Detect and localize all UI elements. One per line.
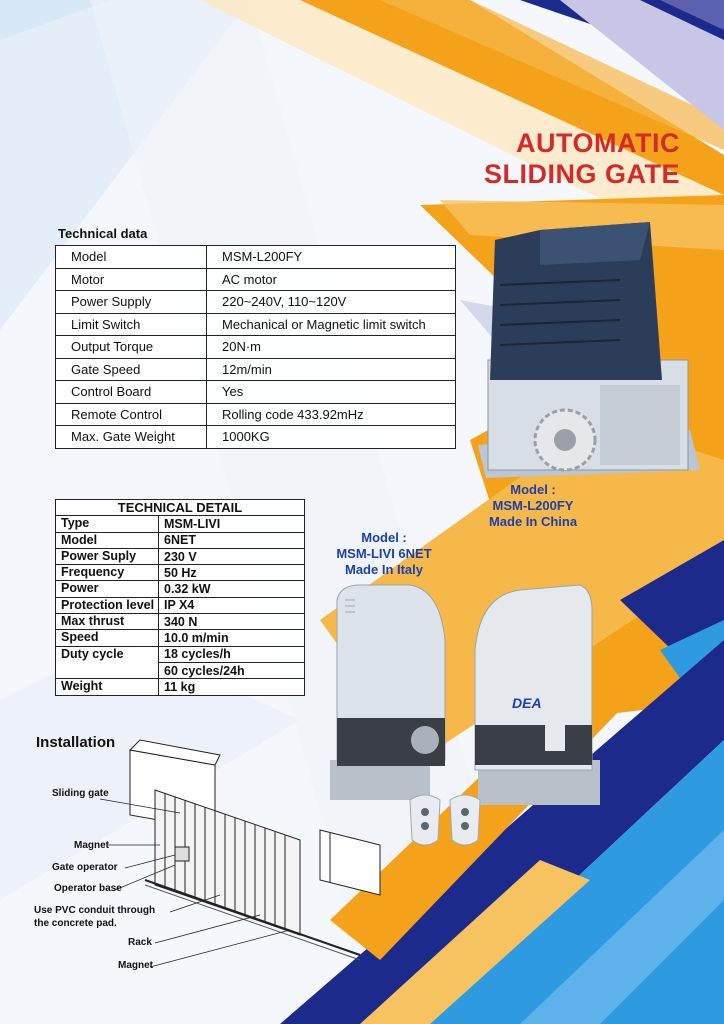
row-value: 230 V bbox=[158, 547, 305, 566]
row-value: 340 N bbox=[158, 613, 305, 631]
label-conduit-line-2: the concrete pad. bbox=[34, 918, 117, 929]
row-key: Limit Switch bbox=[55, 312, 207, 336]
sliding-gate-drawing bbox=[144, 789, 361, 961]
row-value: Mechanical or Magnetic limit switch bbox=[206, 312, 456, 336]
row-value: 10.0 m/min bbox=[158, 629, 305, 647]
title-line-1: AUTOMATIC bbox=[516, 128, 680, 158]
row-value: 60 cycles/24h bbox=[158, 661, 305, 680]
row-key: Control Board bbox=[55, 380, 207, 404]
row-value: 50 Hz bbox=[158, 564, 305, 582]
label-rack: Rack bbox=[128, 937, 152, 948]
row-value: MSM-LIVI bbox=[158, 515, 305, 533]
motor-msm-l200fy-image bbox=[478, 222, 700, 478]
row-key: Motor bbox=[55, 267, 207, 291]
label-conduit-line-1: Use PVC conduit through bbox=[34, 905, 156, 916]
row-value: 220~240V, 110~120V bbox=[206, 290, 456, 314]
model-label-prefix: Model : bbox=[361, 530, 407, 545]
remote-control-image bbox=[409, 794, 481, 846]
row-value: 1000KG bbox=[206, 425, 456, 449]
row-key: Remote Control bbox=[55, 402, 207, 426]
technical-detail-row: 60 cycles/24h bbox=[56, 661, 305, 680]
row-value: AC motor bbox=[206, 267, 456, 291]
row-key: Protection level bbox=[55, 596, 159, 615]
page-title: AUTOMATIC SLIDING GATE bbox=[440, 128, 680, 190]
row-key: Type bbox=[55, 515, 159, 533]
row-key: Model bbox=[55, 531, 159, 549]
row-key: Power bbox=[55, 580, 159, 598]
label-sliding-gate: Sliding gate bbox=[52, 788, 109, 799]
motor-msm-livi-image: DEA bbox=[330, 584, 600, 805]
dea-logo: DEA bbox=[512, 695, 542, 711]
model-label-name: MSM-LIVI 6NET bbox=[336, 546, 432, 561]
title-line-2: SLIDING GATE bbox=[483, 159, 680, 189]
row-value: MSM-L200FY bbox=[206, 245, 456, 269]
model-label-prefix: Model : bbox=[510, 482, 556, 497]
label-magnet-bottom: Magnet bbox=[118, 960, 153, 971]
row-key: Frequency bbox=[55, 564, 159, 582]
row-value: 20N·m bbox=[206, 335, 456, 359]
row-key: Power Suply bbox=[55, 547, 159, 566]
label-magnet-top: Magnet bbox=[74, 840, 109, 851]
row-key: Max. Gate Weight bbox=[55, 425, 207, 449]
technical-detail-heading: TECHNICAL DETAIL bbox=[55, 498, 305, 517]
model-label-origin: Made In China bbox=[488, 514, 578, 529]
row-value: 12m/min bbox=[206, 357, 456, 381]
row-key: Duty cycle bbox=[55, 645, 159, 680]
row-key: Speed bbox=[55, 629, 159, 647]
row-value: Rolling code 433.92mHz bbox=[206, 402, 456, 426]
row-value: 6NET bbox=[158, 531, 305, 549]
row-value: 18 cycles/h bbox=[158, 645, 305, 663]
model-label-name: MSM-L200FY bbox=[492, 498, 574, 513]
row-value: 0.32 kW bbox=[158, 580, 305, 598]
row-value: 11 kg bbox=[158, 678, 305, 696]
label-operator-base: Operator base bbox=[54, 883, 122, 894]
row-value: IP X4 bbox=[158, 596, 305, 615]
row-key: Model bbox=[55, 245, 207, 269]
installation-heading: Installation bbox=[36, 734, 116, 751]
row-value: Yes bbox=[206, 380, 456, 404]
model-label-l200fy: Model : MSM-L200FY Made In China bbox=[468, 482, 598, 530]
installation-diagram bbox=[99, 739, 381, 968]
row-key: Power Supply bbox=[55, 290, 207, 314]
row-key: Weight bbox=[55, 678, 159, 696]
row-key: Gate Speed bbox=[55, 357, 207, 381]
label-gate-operator: Gate operator bbox=[52, 862, 118, 873]
row-key: Output Torque bbox=[55, 335, 207, 359]
model-label-livi: Model : MSM-LIVI 6NET Made In Italy bbox=[316, 530, 452, 578]
model-label-origin: Made In Italy bbox=[344, 562, 424, 577]
row-key: Max thrust bbox=[55, 613, 159, 631]
technical-data-heading: Technical data bbox=[58, 226, 148, 241]
